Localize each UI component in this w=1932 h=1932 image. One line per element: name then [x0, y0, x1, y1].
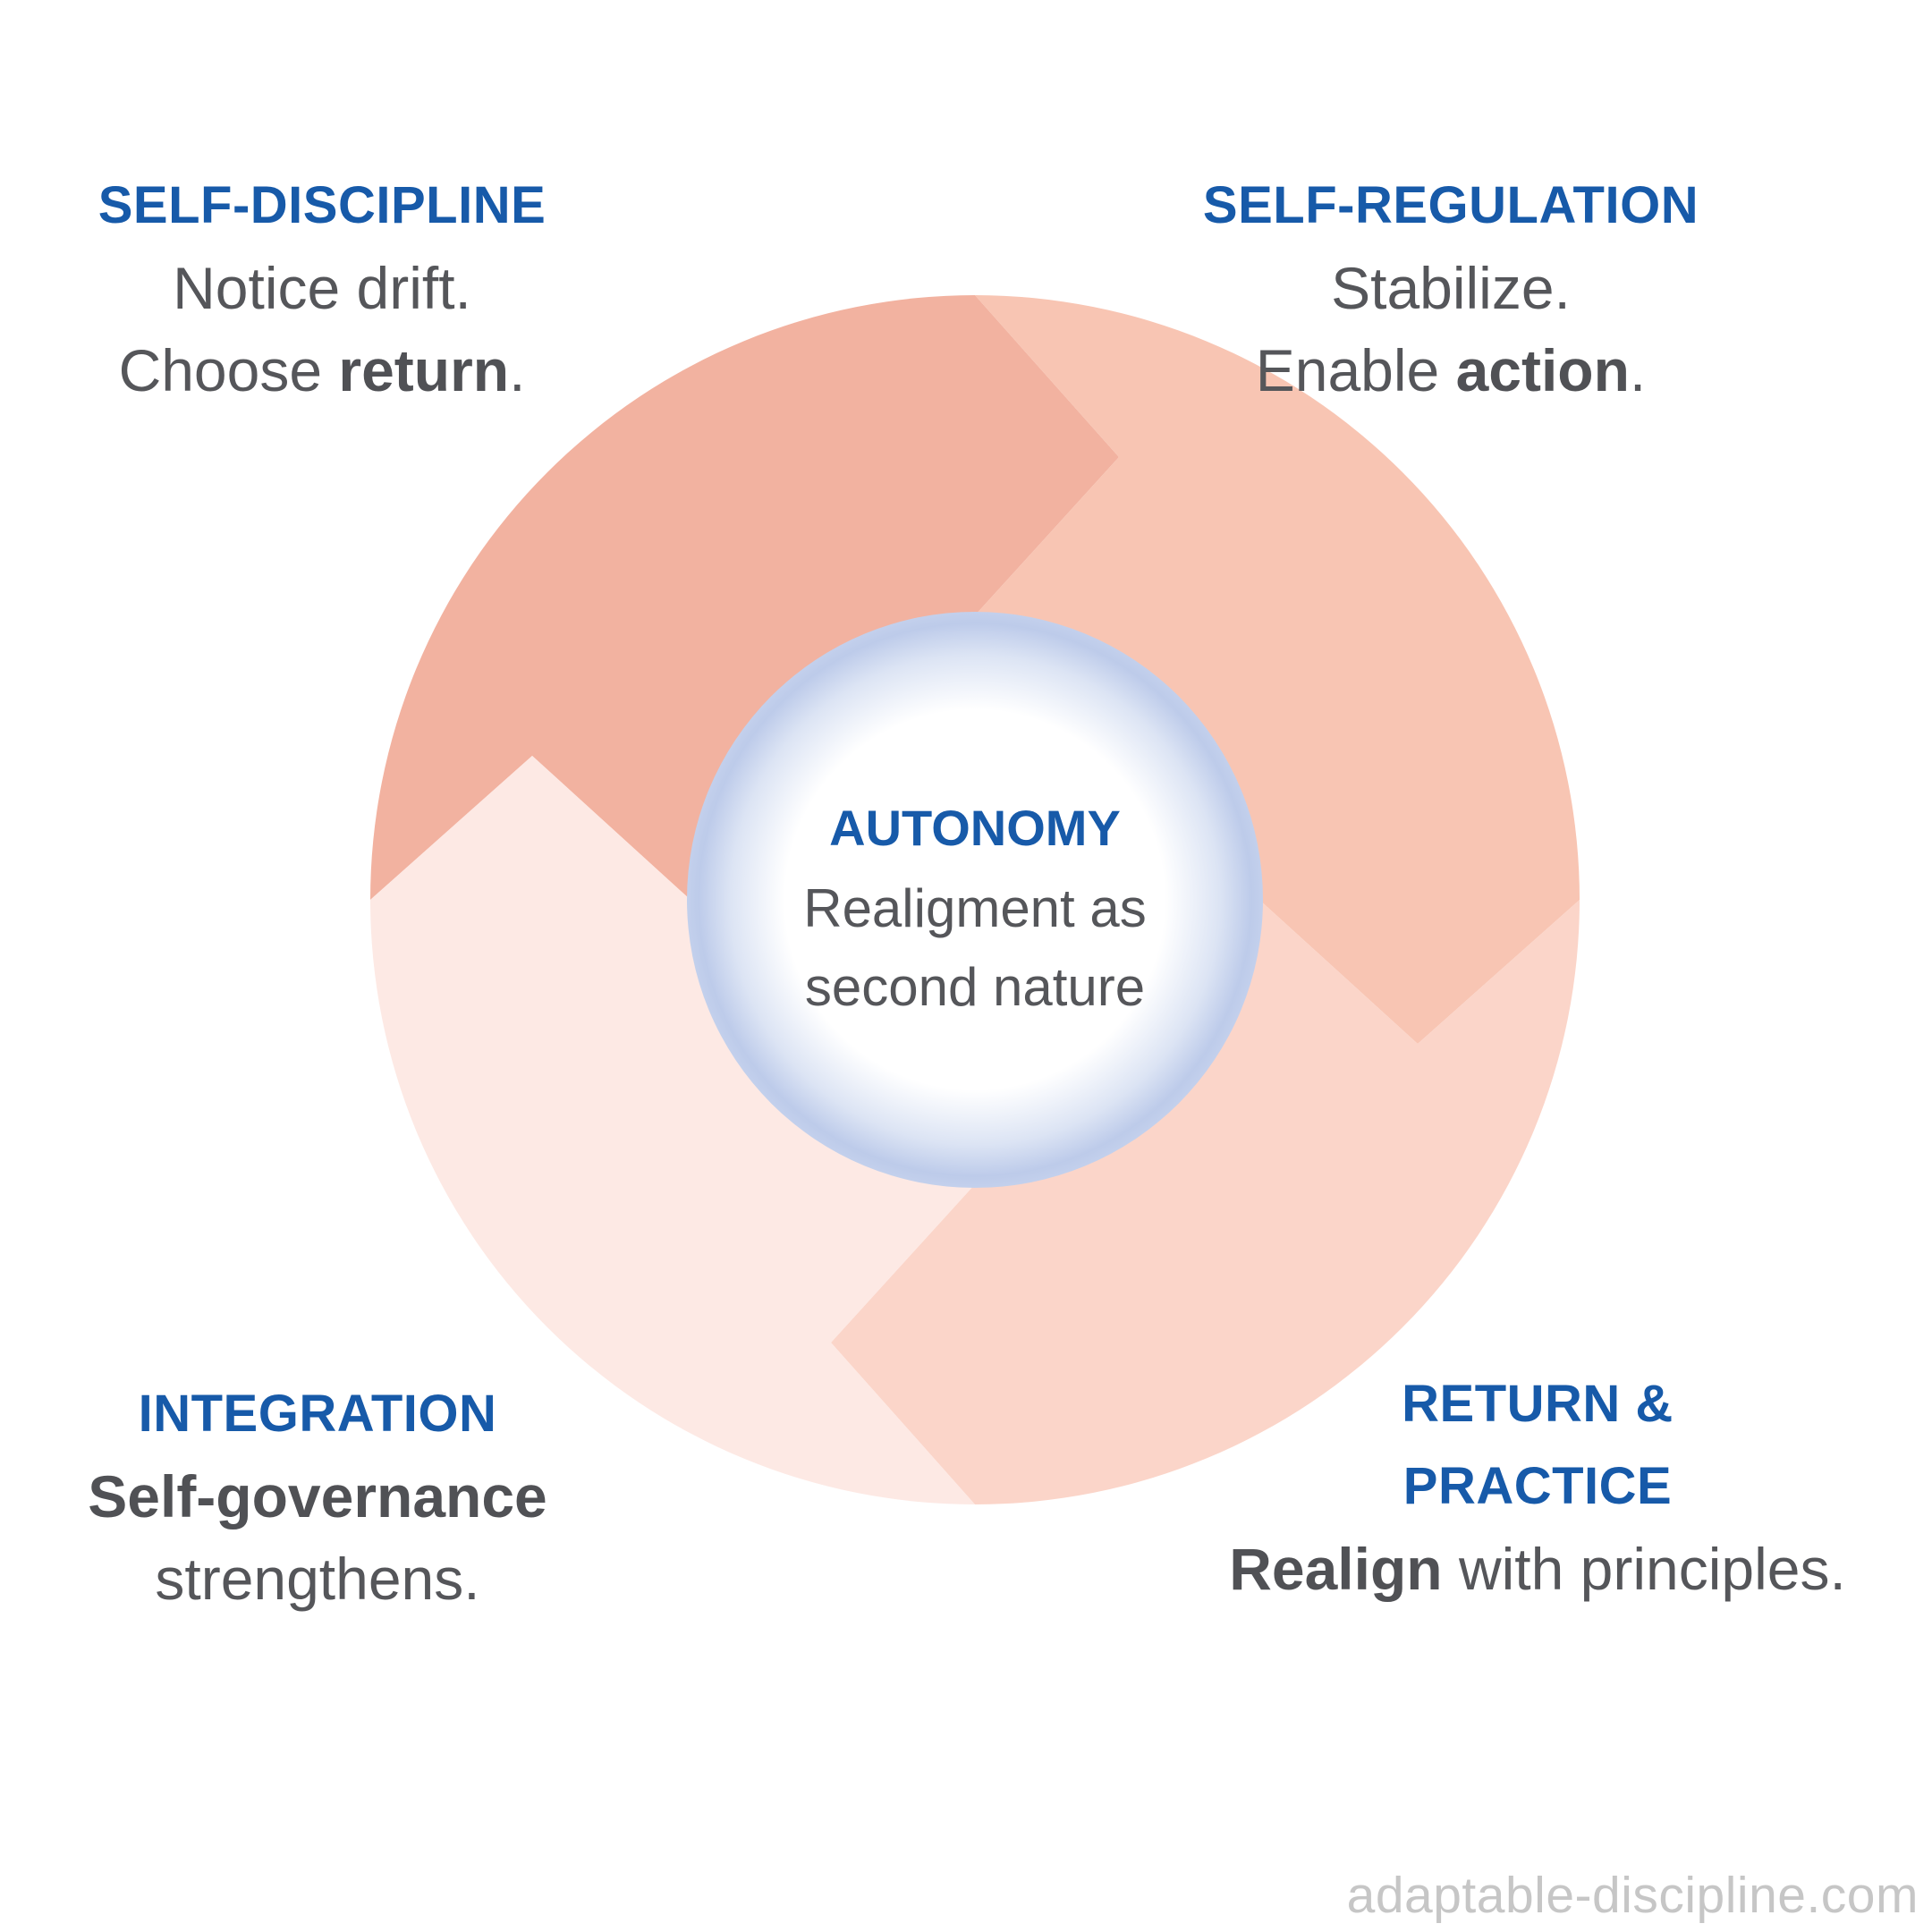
segment-title: SELF-DISCIPLINE: [97, 176, 547, 234]
segment-caption-line: Self-governance: [88, 1463, 547, 1530]
segment-self-regulation-arrow: [975, 295, 1580, 1044]
segment-integration-arrow: [370, 756, 975, 1504]
center-caption-line: Realigment as: [803, 878, 1147, 938]
segment-title: SELF-REGULATION: [1202, 176, 1699, 234]
segment-caption-line: Notice drift.: [173, 255, 471, 321]
site-watermark: adaptable-discipline.com: [1346, 1867, 1919, 1924]
segment-self-discipline-arrow: [370, 295, 1119, 900]
center-hub-circle: [687, 612, 1263, 1188]
segment-caption-line: strengthens.: [155, 1546, 480, 1612]
label-block-return-practice: RETURN & PRACTICE Realign with principle…: [1229, 1363, 1846, 1610]
segment-caption-line: Enable action.: [1255, 337, 1647, 403]
center-caption-line: second nature: [804, 957, 1146, 1017]
label-block-self-discipline: SELF-DISCIPLINE Notice drift. Choose ret…: [98, 165, 547, 411]
segment-title: RETURN &: [1402, 1375, 1674, 1433]
segment-title: INTEGRATION: [138, 1385, 497, 1443]
center-title: AUTONOMY: [829, 800, 1121, 856]
segment-caption-line: Stabilize.: [1331, 255, 1571, 321]
segment-caption-line: Realign with principles.: [1229, 1536, 1846, 1602]
segment-title: PRACTICE: [1402, 1457, 1673, 1515]
label-block-self-regulation: SELF-REGULATION Stabilize. Enable action…: [1203, 165, 1699, 411]
label-block-integration: INTEGRATION Self-governance strengthens.: [88, 1373, 547, 1620]
segment-caption-line: Choose return.: [118, 337, 526, 403]
center-hub-label: AUTONOMY Realigment as second nature: [803, 787, 1147, 1027]
segment-return-practice-arrow: [831, 900, 1580, 1504]
